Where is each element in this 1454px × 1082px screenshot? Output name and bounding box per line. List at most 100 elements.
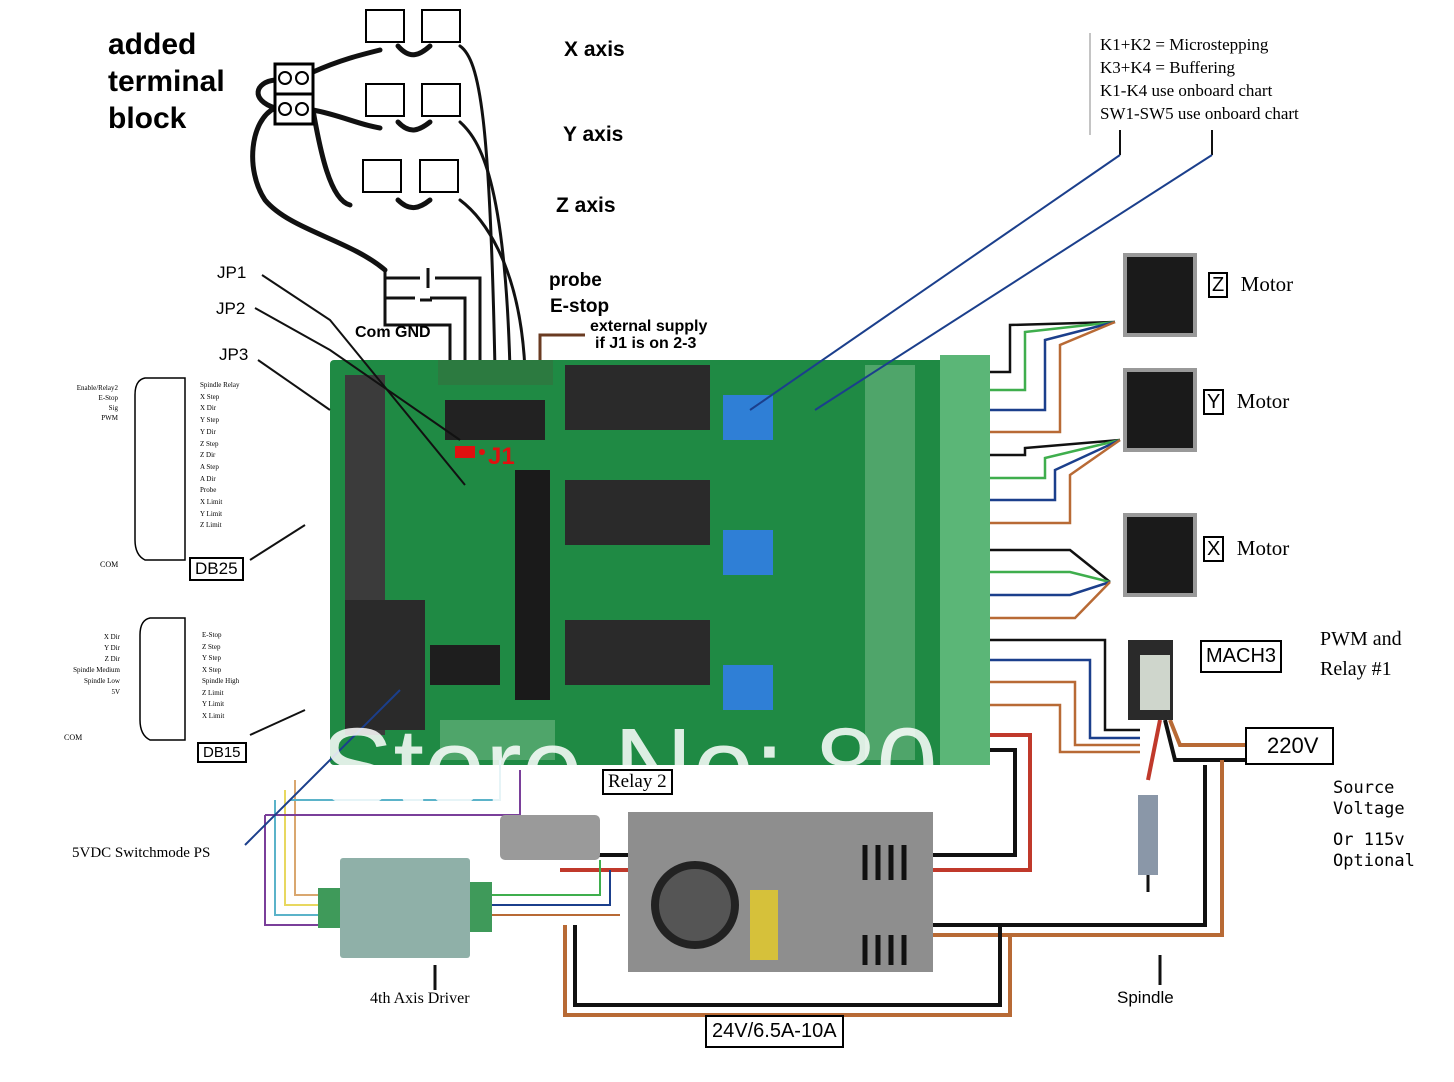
db25-label: DB25	[189, 557, 244, 581]
mach3-label: MACH3	[1200, 640, 1283, 673]
label-line: PWM and	[1320, 628, 1402, 650]
signal-label: Spindle Low	[84, 677, 120, 685]
signal-label: E-Stop	[202, 631, 222, 639]
limit-switches	[362, 9, 461, 193]
note-line: external supply	[590, 318, 708, 335]
signal-label: X Step	[202, 665, 222, 674]
signal-label: X Limit	[200, 498, 223, 507]
probe-estop-switches	[383, 268, 585, 370]
signal-label: Z Step	[200, 439, 219, 448]
signal-label: Z Dir	[200, 451, 216, 460]
psu-24v-label: 24V/6.5A-10A	[705, 1015, 844, 1048]
annotation-line: terminal	[108, 65, 225, 98]
signal-label: Z Dir	[104, 655, 120, 663]
note-line: Optional	[1333, 851, 1415, 871]
jp2-label: JP2	[216, 299, 246, 318]
note-line: Source	[1333, 778, 1395, 798]
jp1-label: JP1	[217, 263, 247, 282]
db15-left-signals: X Dir Y Dir Z Dir Spindle Medium Spindle…	[45, 632, 120, 698]
motor-axis-box: Z	[1208, 272, 1229, 298]
signal-label: Z Limit	[200, 521, 222, 530]
signal-label: Spindle Medium	[73, 666, 120, 674]
controller-board	[330, 355, 990, 765]
db15-label: DB15	[197, 742, 247, 763]
pwm-relay-label: PWM and Relay #1	[1320, 624, 1402, 684]
signal-label: Z Limit	[202, 688, 224, 697]
stepper-motors	[1123, 253, 1197, 597]
mains-voltage-label: 220V	[1245, 727, 1335, 765]
y-motor-label: Y Motor	[1203, 389, 1290, 415]
annotation-line: added	[108, 28, 197, 61]
y-axis-label: Y axis	[563, 123, 624, 146]
j1-jumper-label: J1	[488, 443, 515, 470]
external-supply-note: external supply if J1 is on 2-3	[590, 318, 707, 352]
signal-label: PWM	[101, 414, 118, 422]
db25-ground-label: COM	[100, 560, 119, 569]
x-axis-label: X axis	[564, 38, 625, 61]
motor-text: Motor	[1236, 536, 1290, 560]
source-voltage-note: Source Voltage Or 115v Optional	[1333, 778, 1415, 872]
db15-right-signals: E-Stop Z Step Y Step X Step Spindle High…	[202, 630, 239, 722]
note-line: K3+K4 = Buffering	[1100, 58, 1236, 77]
signal-label: X Step	[200, 392, 220, 401]
signal-label: Y Limit	[200, 509, 223, 518]
signal-label: Z Step	[202, 642, 221, 651]
signal-label: A Step	[200, 462, 219, 471]
motor-text: Motor	[1236, 389, 1290, 413]
signal-label: Sig	[108, 404, 118, 412]
signal-label: Y Dir	[200, 427, 216, 436]
signal-label: Probe	[200, 486, 217, 495]
fourth-axis-motor	[500, 815, 600, 860]
terminal-block	[273, 62, 315, 126]
signal-label: X Limit	[202, 711, 225, 720]
signal-label: E-Stop	[98, 394, 118, 402]
label-line: Relay #1	[1320, 658, 1392, 680]
signal-label: Enable/Relay2	[76, 384, 118, 392]
note-line: K1-K4 use onboard chart	[1100, 81, 1273, 100]
motor-text: Motor	[1240, 272, 1294, 296]
com-gnd-label: Com GND	[355, 324, 431, 341]
spindle-motor	[1138, 795, 1158, 892]
pointer-lines	[244, 33, 1213, 990]
signal-label: 5V	[111, 688, 120, 696]
note-line: Voltage	[1333, 799, 1405, 819]
z-motor-label: Z Motor	[1208, 272, 1294, 298]
x-motor-label: X Motor	[1203, 536, 1290, 562]
note-line: K1+K2 = Microstepping	[1100, 35, 1269, 54]
terminal-block-annotation: added terminal block	[108, 26, 225, 137]
signal-label: Spindle Relay	[200, 381, 240, 389]
estop-label: E-stop	[550, 296, 610, 317]
limit-switch-wiring	[250, 43, 527, 372]
z-axis-label: Z axis	[556, 194, 616, 217]
note-line: SW1-SW5 use onboard chart	[1100, 104, 1299, 123]
signal-label: Y Limit	[202, 700, 225, 708]
motor-axis-box: X	[1203, 536, 1225, 562]
fourth-axis-driver-unit	[318, 858, 492, 958]
signal-label: X Dir	[200, 404, 217, 413]
signal-label: Spindle High	[202, 677, 240, 685]
db15-ground-label: COM	[64, 733, 83, 742]
power-supply-24v	[628, 812, 933, 972]
signal-label: Y Step	[200, 416, 219, 425]
fourth-axis-driver-label: 4th Axis Driver	[370, 990, 470, 1007]
db25-right-signals: Spindle Relay X Step X Dir Y Step Y Dir …	[200, 380, 239, 532]
psu-5v-label: 5VDC Switchmode PS	[72, 845, 211, 861]
note-line: if J1 is on 2-3	[595, 335, 697, 352]
db-connectors	[134, 377, 186, 741]
annotation-line: block	[108, 102, 187, 135]
signal-label: Y Dir	[104, 644, 120, 652]
motor-axis-box: Y	[1203, 389, 1225, 415]
note-line: Or 115v	[1333, 830, 1405, 850]
signal-label: A Dir	[200, 474, 216, 483]
probe-label: probe	[549, 270, 602, 291]
signal-label: X Dir	[103, 633, 120, 641]
spindle-label: Spindle	[1117, 988, 1174, 1007]
watermark-text: Store No: 80	[320, 706, 938, 829]
vfd-unit	[1128, 640, 1173, 720]
db25-left-signals: Enable/Relay2 E-Stop Sig PWM	[58, 383, 118, 423]
signal-label: Y Step	[202, 654, 221, 662]
relay2-label: Relay 2	[602, 769, 673, 795]
jp3-label: JP3	[219, 345, 249, 364]
switch-settings-notes: K1+K2 = Microstepping K3+K4 = Buffering …	[1100, 33, 1299, 125]
